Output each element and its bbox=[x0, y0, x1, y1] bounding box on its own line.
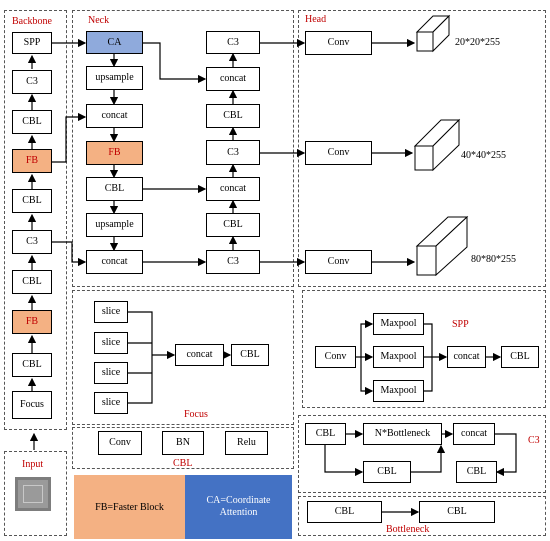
spp-maxpool-box: Maxpool bbox=[373, 313, 424, 335]
backbone-c3-box: C3 bbox=[12, 230, 52, 254]
neck-fb-box: FB bbox=[86, 141, 143, 165]
neck-cbl-box: CBL bbox=[86, 177, 143, 201]
bottleneck-cbl-box: CBL bbox=[307, 501, 382, 523]
c3-frame bbox=[298, 415, 546, 493]
focus-concat-box: concat bbox=[175, 344, 224, 366]
spp-module-label: SPP bbox=[452, 319, 469, 330]
spp-concat-box: concat bbox=[447, 346, 486, 368]
legend-coordinate-attention: CA=Coordinate Attention bbox=[185, 475, 292, 539]
cbl-module-label: CBL bbox=[173, 458, 193, 469]
c3-bottleneck-box: N*Bottleneck bbox=[363, 423, 442, 445]
focus-slice-box: slice bbox=[94, 392, 128, 414]
backbone-cbl-box: CBL bbox=[12, 110, 52, 134]
neck-c3-box: C3 bbox=[206, 250, 260, 274]
spp-maxpool-box: Maxpool bbox=[373, 346, 424, 368]
c3-cbl-output-box: CBL bbox=[456, 461, 497, 483]
input-label: Input bbox=[22, 459, 44, 470]
cbl-frame bbox=[72, 427, 294, 469]
spp-cbl-box: CBL bbox=[501, 346, 539, 368]
neck-upsample-box: upsample bbox=[86, 66, 143, 90]
spp-frame bbox=[302, 290, 546, 408]
neck-concat-box: concat bbox=[86, 104, 143, 128]
backbone-frame bbox=[4, 10, 67, 430]
output-label-large: 80*80*255 bbox=[471, 254, 516, 265]
neck-upsample-box: upsample bbox=[86, 213, 143, 237]
focus-frame bbox=[72, 290, 294, 425]
neck-concat-box: concat bbox=[206, 67, 260, 91]
head-label: Head bbox=[305, 14, 327, 25]
focus-slice-box: slice bbox=[94, 332, 128, 354]
focus-slice-box: slice bbox=[94, 362, 128, 384]
backbone-c3-top-box: C3 bbox=[12, 70, 52, 94]
spp-conv-box: Conv bbox=[315, 346, 356, 368]
neck-frame bbox=[72, 10, 294, 287]
bottleneck-cbl-box: CBL bbox=[419, 501, 495, 523]
neck-c3-box: C3 bbox=[206, 31, 260, 54]
c3-cbl-lower-box: CBL bbox=[363, 461, 411, 483]
spp-maxpool-box: Maxpool bbox=[373, 380, 424, 402]
neck-concat-box: concat bbox=[86, 250, 143, 274]
backbone-cbl-box: CBL bbox=[12, 270, 52, 294]
head-conv-box: Conv bbox=[305, 250, 372, 274]
c3-cbl-box: CBL bbox=[305, 423, 346, 445]
backbone-spp-box: SPP bbox=[12, 32, 52, 54]
neck-label: Neck bbox=[88, 15, 110, 26]
backbone-fb-box: FB bbox=[12, 310, 52, 334]
c3-concat-box: concat bbox=[453, 423, 495, 445]
c3-module-label: C3 bbox=[528, 435, 540, 446]
output-label-medium: 40*40*255 bbox=[461, 150, 506, 161]
bottleneck-module-label: Bottleneck bbox=[386, 524, 430, 535]
head-conv-box: Conv bbox=[305, 141, 372, 165]
output-label-small: 20*20*255 bbox=[455, 37, 500, 48]
backbone-focus-box: Focus bbox=[12, 391, 52, 419]
neck-cbl-box: CBL bbox=[206, 213, 260, 237]
legend-faster-block: FB=Faster Block bbox=[74, 475, 185, 539]
backbone-cbl-box: CBL bbox=[12, 189, 52, 213]
cbl-conv-box: Conv bbox=[98, 431, 142, 455]
neck-c3-box: C3 bbox=[206, 140, 260, 165]
neck-cbl-box: CBL bbox=[206, 104, 260, 128]
neck-ca-box: CA bbox=[86, 31, 143, 54]
head-frame bbox=[298, 10, 546, 287]
head-conv-box: Conv bbox=[305, 31, 372, 55]
backbone-label: Backbone bbox=[12, 16, 52, 27]
cbl-bn-box: BN bbox=[162, 431, 204, 455]
focus-module-label: Focus bbox=[184, 409, 208, 420]
neck-concat-box: concat bbox=[206, 177, 260, 201]
bottleneck-frame bbox=[298, 496, 546, 536]
backbone-cbl-box: CBL bbox=[12, 353, 52, 377]
input-image bbox=[15, 477, 51, 511]
focus-slice-box: slice bbox=[94, 301, 128, 323]
input-frame bbox=[4, 451, 67, 536]
backbone-fb-top-box: FB bbox=[12, 149, 52, 173]
focus-cbl-box: CBL bbox=[231, 344, 269, 366]
cbl-relu-box: Relu bbox=[225, 431, 268, 455]
